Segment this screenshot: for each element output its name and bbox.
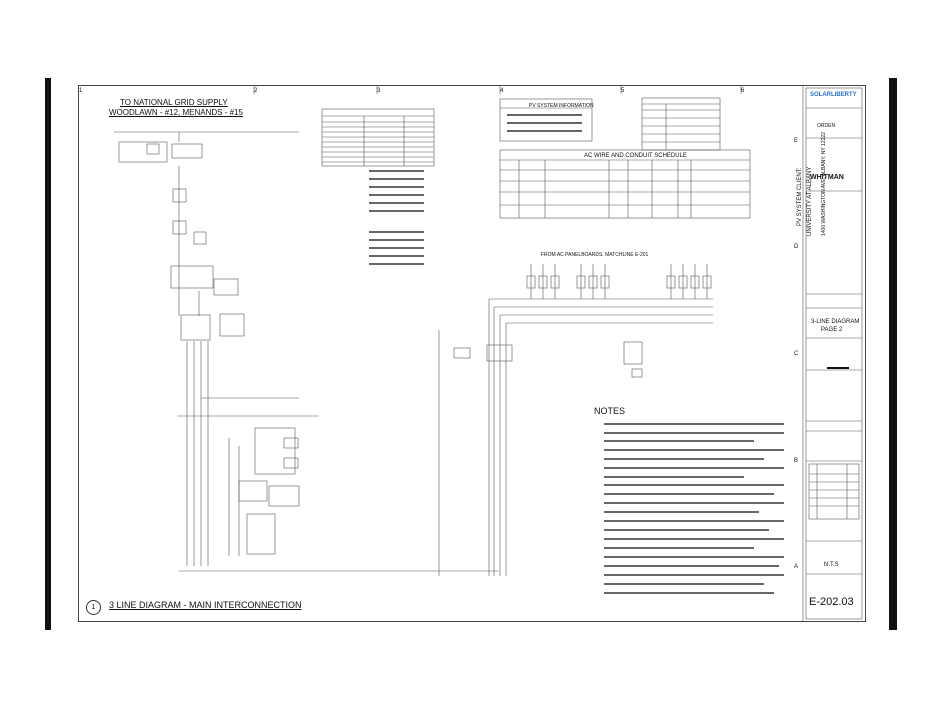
grid-row-e: E (794, 138, 799, 144)
project-client-line-1: PV SYSTEM CLIENT: (797, 167, 803, 226)
company-logo-orden: ORDEN (817, 123, 836, 129)
pv-system-info-title: PV SYSTEM INFORMATION (529, 103, 594, 109)
notes-title: NOTES (594, 406, 626, 416)
diagram-title: 3 LINE DIAGRAM - MAIN INTERCONNECTION (109, 600, 302, 610)
project-address: 1400 WASHINGTON AVE, ALBANY, NY 12222 (821, 132, 827, 236)
diagram-number-bubble: 1 (86, 600, 101, 615)
grid-col-4: 4 (500, 88, 504, 94)
grid-row-b: B (794, 458, 799, 464)
supply-title-line-1: TO NATIONAL GRID SUPPLY (120, 98, 228, 107)
sheet-name-line-1: 3-LINE DIAGRAM (811, 319, 860, 325)
grid-col-6: 6 (741, 88, 745, 94)
grid-row-a: A (794, 564, 799, 570)
drawing-sheet: 1 2 3 4 5 6 E D C B A TO NATIONAL GRID S… (78, 85, 866, 622)
supply-title-line-2: WOODLAWN - #12, MENANDS - #15 (109, 108, 243, 117)
grid-row-d: D (794, 244, 799, 250)
grid-row-c: C (794, 351, 799, 357)
company-logo-solarliberty: SOLARLIBERTY (810, 92, 857, 98)
right-border-bar (889, 78, 897, 630)
grid-col-5: 5 (621, 88, 625, 94)
company-logo-whitman: WHITMAN (810, 174, 844, 181)
schematic-drawing (114, 86, 863, 621)
ac-schedule-title: AC WIRE AND CONDUIT SCHEDULE (584, 153, 687, 159)
panelboard-matchline-label: FROM AC PANELBOARDS. MATCHLINE E-201 (541, 252, 649, 258)
left-border-bar (45, 78, 51, 630)
sheet-name-line-2: PAGE 2 (821, 327, 843, 333)
sheet-number: E-202.03 (809, 596, 854, 608)
scale-text: N.T.S (824, 562, 839, 568)
project-client-line-2: UNIVERSITY AT ALBANY (807, 166, 813, 236)
grid-col-3: 3 (377, 88, 381, 94)
grid-col-1: 1 (79, 88, 83, 94)
grid-col-2: 2 (254, 88, 258, 94)
